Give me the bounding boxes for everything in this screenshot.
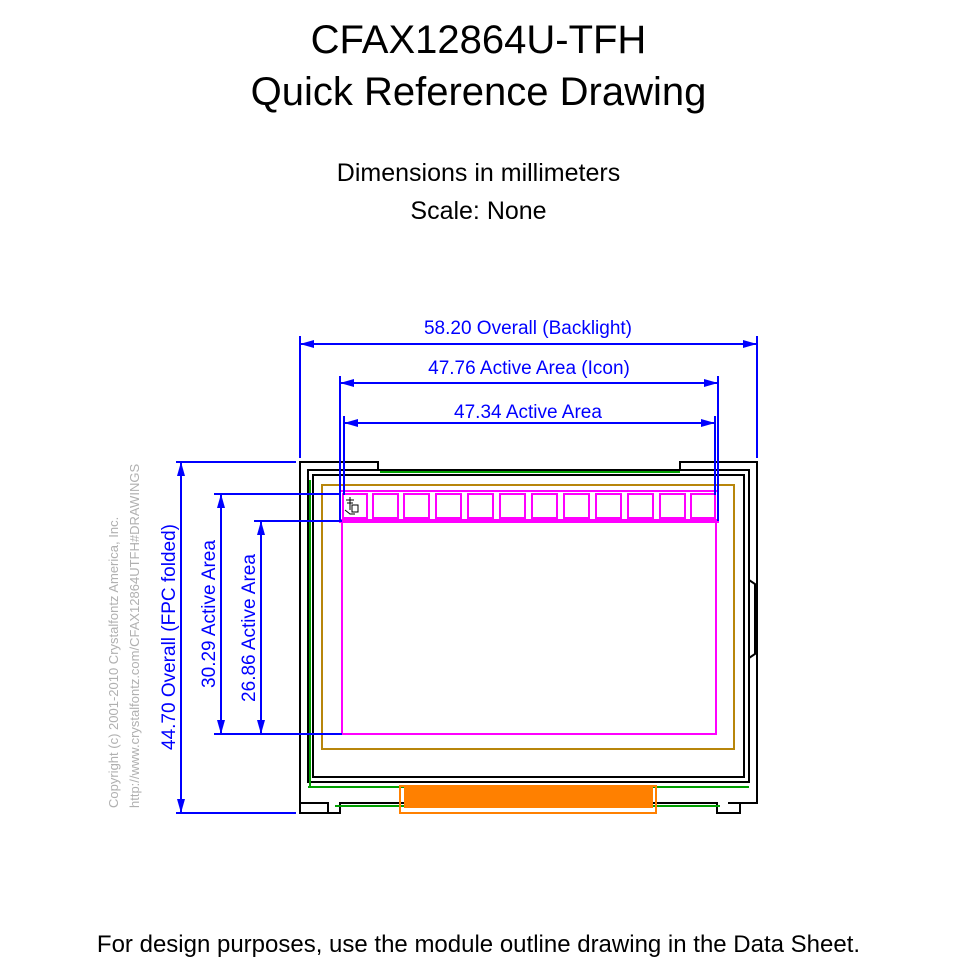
icon-cell (659, 493, 686, 519)
outer-frame (299, 461, 758, 814)
icon-cell (435, 493, 462, 519)
dimension-lines (176, 336, 758, 814)
icon-cell (531, 493, 558, 519)
icon-cell (372, 493, 399, 519)
dim-overall-height-label: 44.70 Overall (FPC folded) (159, 524, 180, 750)
footer-note: For design purposes, use the module outl… (96, 931, 861, 958)
active-area (339, 490, 719, 735)
dim-active-icon-label: 47.76 Active Area (Icon) (428, 358, 630, 379)
copyright-line-1: Copyright (c) 2001-2010 Crystalfontz Ame… (106, 517, 121, 808)
icon-cell (467, 493, 494, 519)
dim-active-height-label: 26.86 Active Area (239, 554, 260, 702)
icon-cell (690, 493, 716, 519)
dim-overall-width-label: 58.20 Overall (Backlight) (424, 318, 632, 339)
subtitle-line-2: Scale: None (410, 197, 547, 225)
icon-cell (499, 493, 526, 519)
icon-cell (342, 493, 368, 519)
fpc-fill (404, 786, 653, 808)
title-line-1: CFAX12864U-TFH (310, 18, 647, 62)
active-area-frame (341, 519, 717, 735)
module-outline (299, 461, 758, 814)
viewing-area (321, 484, 735, 750)
icon-cell (595, 493, 622, 519)
copyright-line-2: http://www.crystalfontz.com/CFAX12864UTF… (127, 464, 142, 808)
bottom-tab-left (300, 802, 329, 813)
dim-active-height-icon-label: 30.29 Active Area (199, 540, 220, 688)
icon-cell (563, 493, 590, 519)
inner-frame-2 (312, 474, 745, 778)
antenna-icon (344, 497, 359, 515)
subtitle-line-1: Dimensions in millimeters (336, 159, 621, 187)
side-notch (748, 579, 756, 659)
icon-cell (627, 493, 654, 519)
inner-frame-1 (307, 469, 750, 783)
title-line-2: Quick Reference Drawing (250, 70, 707, 114)
dim-active-width-label: 47.34 Active Area (454, 402, 602, 423)
icon-cell (403, 493, 430, 519)
